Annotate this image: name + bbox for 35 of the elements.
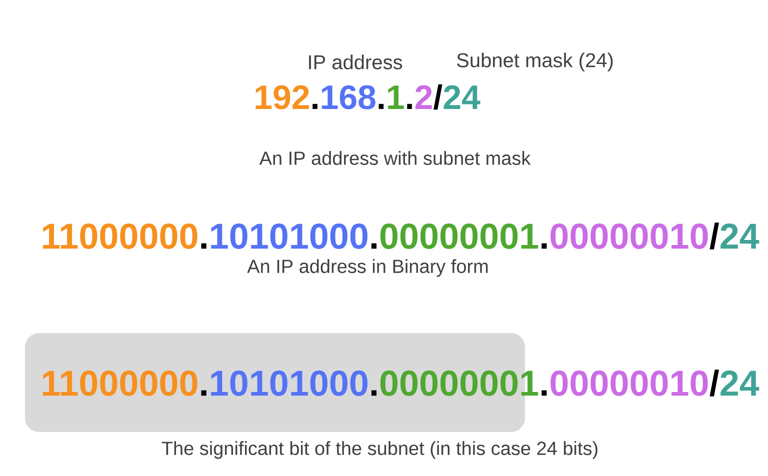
label: 24 [720,370,760,396]
label: . [371,243,377,249]
caption: The significant bit of the subnet (in this case 24 bits) [162,441,598,459]
label: 11000000 [42,224,198,250]
label: 00000001 [380,224,538,250]
label: . [371,390,377,396]
label: . [312,104,318,109]
caption: An IP address with subnet mask [259,151,531,165]
label: / [710,370,719,396]
label: 00000001 [380,370,538,396]
label: 192 [256,85,309,110]
label: 2 [415,85,432,109]
label: 11000000 [42,370,198,396]
label: . [378,104,384,109]
label: 24 [444,85,480,109]
label: 168 [322,85,376,110]
caption: An IP address in Binary form [247,259,488,277]
ip-address-text: 192.168.1.2/24 [256,84,480,110]
label: . [542,390,547,396]
label: 10101000 [211,224,368,250]
field-heading: Subnet mask (24) [457,52,613,72]
label: . [201,243,206,249]
label: 00000010 [550,224,708,250]
label: 1 [388,86,404,109]
label: 10101000 [211,370,368,396]
field-heading: IP address [309,54,402,70]
label: . [542,243,547,249]
label: / [710,222,719,250]
label: / [434,84,442,110]
label: . [407,104,412,109]
binary-address-text: 11000000.10101000.00000001.00000010/24 [42,222,760,250]
label: . [201,390,206,396]
label: 00000010 [550,370,708,396]
binary-address-text: 11000000.10101000.00000001.00000010/24 [42,370,760,396]
label: 24 [720,224,760,249]
